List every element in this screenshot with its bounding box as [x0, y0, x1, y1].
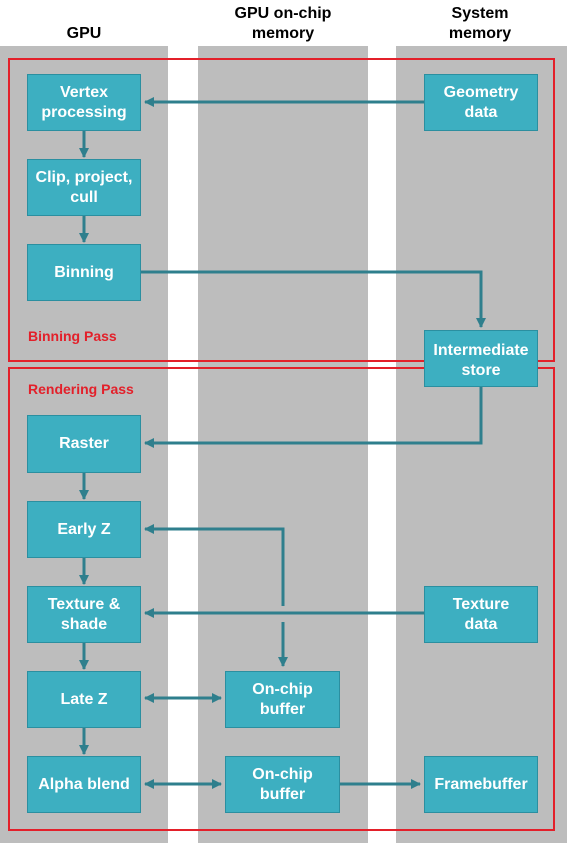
onchip-buffer-box-2: On-chip buffer — [225, 756, 340, 813]
alpha-blend-label: Alpha blend — [38, 775, 130, 793]
geometry-data-box: Geometry data — [424, 74, 538, 131]
arrow-buffer-to-earlyz — [144, 524, 285, 606]
clip-project-cull-label: Clip, project, cull — [35, 168, 133, 206]
early-z-label: Early Z — [57, 520, 111, 538]
geometry-data-label: Geometry data — [443, 83, 519, 121]
framebuffer-box: Framebuffer — [424, 756, 538, 813]
column-header-onchip: GPU on-chip memory — [234, 5, 332, 42]
onchip-buffer-label-1: On-chip buffer — [252, 680, 313, 718]
clip-project-cull-box: Clip, project, cull — [27, 159, 141, 216]
early-z-box: Early Z — [27, 501, 141, 558]
column-header-system: System memory — [448, 5, 512, 42]
binning-label: Binning — [54, 263, 114, 281]
raster-box: Raster — [27, 415, 141, 473]
rendering-pass-frame — [8, 367, 555, 831]
texture-shade-box: Texture & shade — [27, 586, 141, 643]
texture-data-label: Texture data — [452, 595, 510, 633]
column-header-gpu: GPU — [66, 25, 102, 42]
arrow-intermediate-to-raster — [144, 387, 483, 448]
texture-data-box: Texture data — [424, 586, 538, 643]
binning-pass-frame — [8, 58, 555, 362]
framebuffer-label: Framebuffer — [434, 775, 528, 793]
alpha-blend-box: Alpha blend — [27, 756, 141, 813]
intermediate-store-box: Intermediate store — [424, 330, 538, 387]
late-z-box: Late Z — [27, 671, 141, 728]
binning-box: Binning — [27, 244, 141, 301]
onchip-buffer-label-2: On-chip buffer — [252, 765, 313, 803]
arrow-binning-to-intermediate — [140, 270, 486, 328]
vertex-processing-label: Vertex processing — [41, 83, 127, 121]
onchip-buffer-box-1: On-chip buffer — [225, 671, 340, 728]
texture-shade-label: Texture & shade — [47, 595, 121, 633]
late-z-label: Late Z — [60, 690, 108, 708]
raster-label: Raster — [59, 435, 109, 452]
vertex-processing-box: Vertex processing — [27, 74, 141, 131]
intermediate-store-label: Intermediate store — [433, 342, 529, 379]
binning-pass-label: Binning Pass — [28, 328, 117, 344]
rendering-pass-label: Rendering Pass — [28, 381, 134, 397]
